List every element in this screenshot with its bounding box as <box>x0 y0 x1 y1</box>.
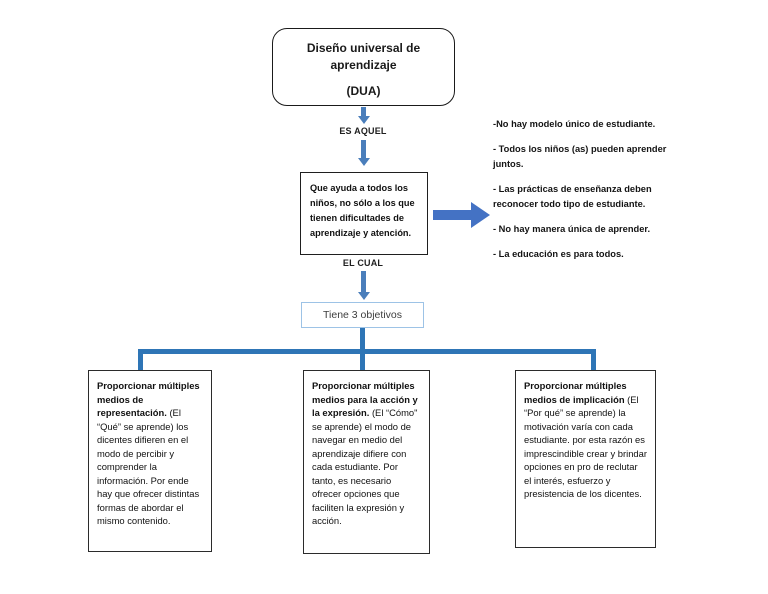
connector-drop-left <box>138 351 143 372</box>
objective-title: Proporcionar múltiples medios para la ac… <box>312 380 418 419</box>
connector-horizontal <box>138 349 596 354</box>
objective-body: (El “Qué” se aprende) los dicentes difie… <box>97 407 200 527</box>
root-node: Diseño universal de aprendizaje (DUA) <box>272 28 455 106</box>
arrow-head <box>357 158 370 166</box>
definition-text: Que ayuda a todos los niños, no sólo a l… <box>310 183 415 238</box>
notes-list: -No hay modelo único de estudiante. - To… <box>493 117 667 262</box>
objectives-node: Tiene 3 objetivos <box>301 302 424 328</box>
objective-card: Proporcionar múltiples medios de implica… <box>515 370 656 548</box>
connector-drop-right <box>591 351 596 371</box>
right-arrow-icon <box>433 202 490 228</box>
note-item: - No hay manera única de aprender. <box>493 224 651 235</box>
objectives-label: Tiene 3 objetivos <box>323 309 402 321</box>
definition-box: Que ayuda a todos los niños, no sólo a l… <box>300 172 428 255</box>
down-arrow-icon <box>357 107 370 124</box>
note-item: - La educación es para todos. <box>493 249 624 260</box>
arrow-head <box>357 116 370 124</box>
connector-riser <box>360 328 365 351</box>
note-item: -No hay modelo único de estudiante. <box>493 119 656 129</box>
objective-title: Proporcionar múltiples medios de represe… <box>97 380 200 419</box>
arrow-head <box>357 292 370 300</box>
down-arrow-icon <box>357 140 370 166</box>
root-subtitle: (DUA) <box>346 83 381 98</box>
root-title: Diseño universal de aprendizaje <box>306 41 421 73</box>
objective-body: (El “Por qué” se aprende) la motivación … <box>524 393 647 500</box>
arrow-shaft <box>361 271 366 292</box>
down-arrow-icon <box>357 271 370 300</box>
objective-card: Proporcionar múltiples medios de represe… <box>88 370 212 552</box>
arrow-shaft <box>361 107 366 116</box>
label-el-cual: EL CUAL <box>342 258 384 268</box>
label-es-aquel: ES AQUEL <box>339 126 387 136</box>
objective-card: Proporcionar múltiples medios para la ac… <box>303 370 430 554</box>
arrow-shaft <box>361 140 366 158</box>
objective-body: (El “Cómo" se aprende) el modo de navega… <box>312 407 418 527</box>
objective-title: Proporcionar múltiples medios de implica… <box>524 380 627 405</box>
note-item: - Las prácticas de enseñanza deben recon… <box>493 184 652 209</box>
connector-drop-center <box>360 351 365 372</box>
note-item: - Todos los niños (as) pueden aprender j… <box>493 144 667 169</box>
